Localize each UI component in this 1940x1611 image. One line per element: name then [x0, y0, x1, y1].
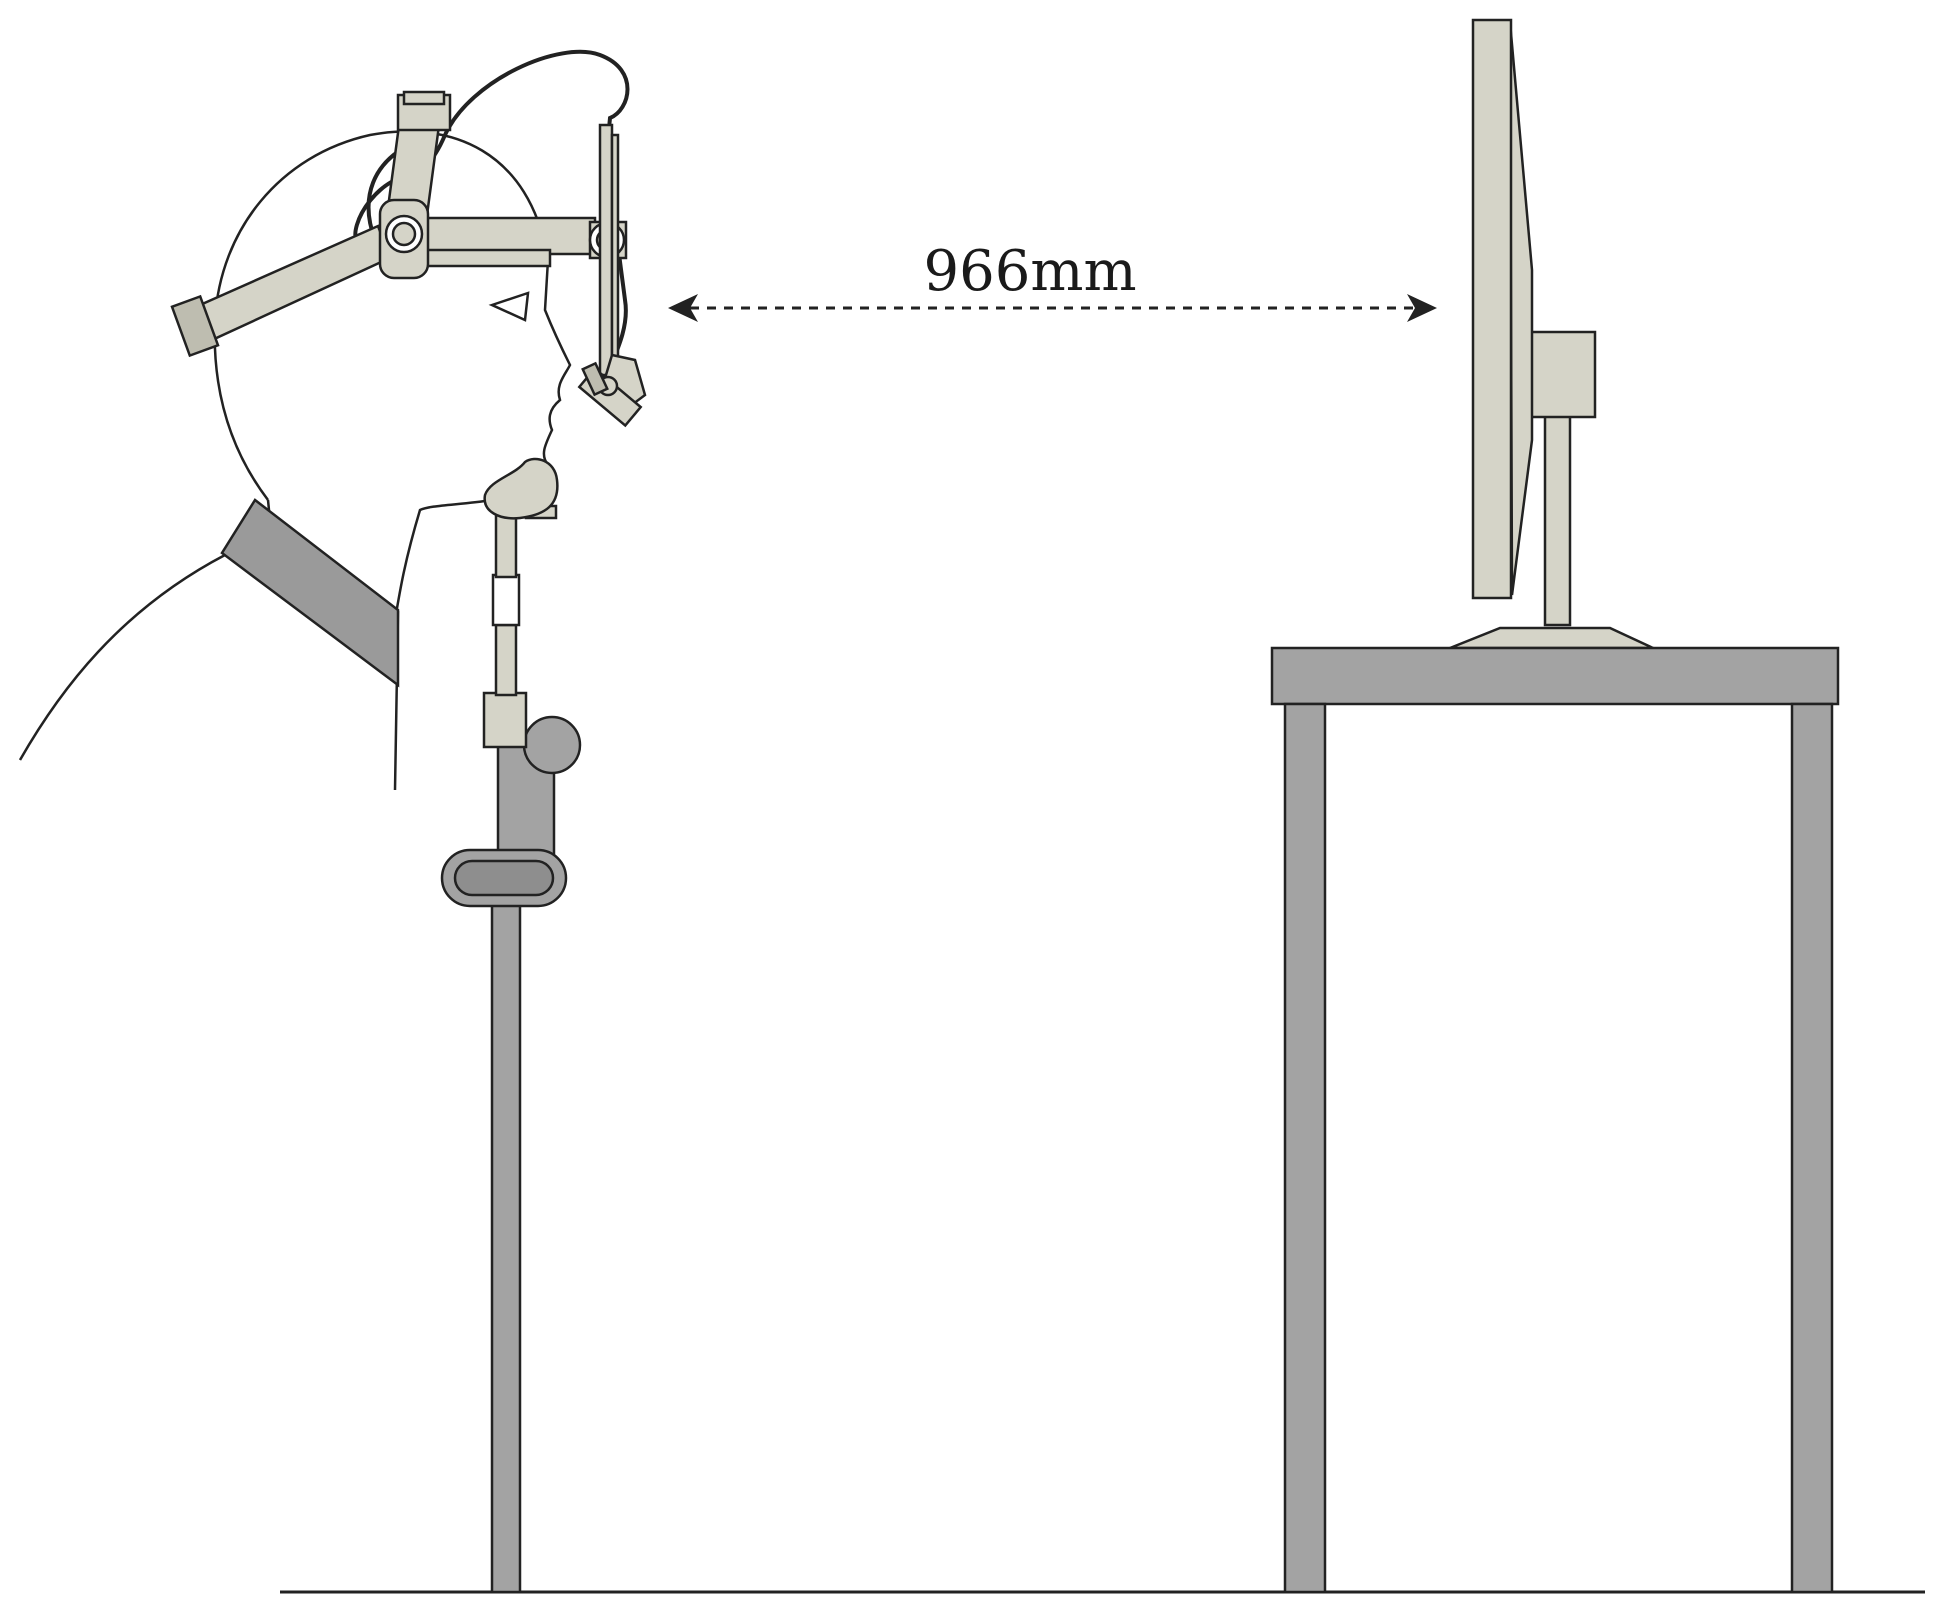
table-leg-left: [1283, 702, 1327, 1594]
shirt-collar: [220, 498, 400, 688]
chin-cup: [483, 457, 559, 520]
main-arm-inner: [418, 248, 552, 268]
stand-pole: [490, 878, 522, 1594]
top-arm-cap-ridge: [402, 90, 446, 106]
stand-rod-lower: [494, 623, 518, 697]
rear-pivot-inner: [391, 221, 417, 247]
rear-strap-pad: [170, 294, 220, 358]
chin-rest-stand: [440, 457, 582, 1594]
distance-measurement: 966mm: [668, 239, 1437, 322]
stand-joint: [482, 691, 528, 749]
adjustment-knob: [522, 715, 582, 775]
table-top: [1270, 646, 1840, 706]
arrow-right-icon: [1407, 294, 1437, 322]
monitor-back-panel: [1508, 21, 1534, 596]
monitor-screen: [1471, 18, 1513, 600]
stand-clamp-inner: [453, 859, 555, 897]
monitor-stand-base: [1449, 626, 1654, 650]
distance-label: 966mm: [923, 239, 1136, 304]
monitor-stand-neck: [1543, 398, 1572, 627]
table-leg-right: [1790, 702, 1834, 1594]
table: [1270, 646, 1840, 1594]
monitor-mount-block: [1523, 330, 1597, 419]
arrow-left-icon: [668, 294, 698, 322]
camera-rod-outer: [598, 123, 614, 377]
eye-tracker-headset: [170, 49, 647, 428]
stand-rod-white: [491, 573, 521, 627]
monitor: [1449, 18, 1654, 650]
eye-icon: [488, 291, 530, 322]
camera-bracket: [581, 361, 609, 397]
camera-rod-inner: [610, 133, 620, 377]
